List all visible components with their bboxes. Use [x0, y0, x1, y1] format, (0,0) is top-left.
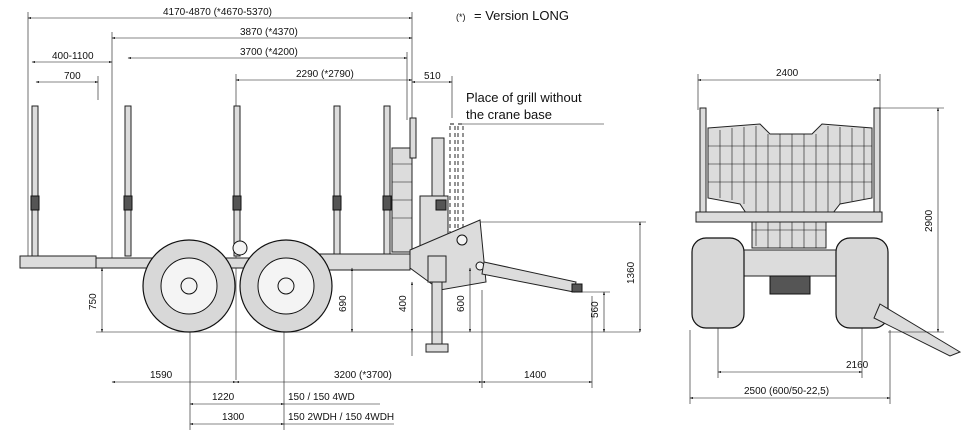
dim-600: 600	[456, 295, 467, 312]
dim-track-2160: 2160	[846, 360, 869, 371]
dim-1300: 1300	[222, 412, 245, 423]
dim-total-length: 4170-4870 (*4670-5370)	[163, 7, 272, 18]
dim-3700: 3700 (*4200)	[240, 47, 298, 58]
stake-4	[333, 105, 341, 257]
stake-3	[233, 105, 241, 257]
rear-bumper	[19, 255, 97, 269]
stake-5	[383, 105, 391, 257]
version-long-note: (*) = Version LONG	[456, 8, 569, 23]
stake-2	[124, 105, 132, 257]
front-grill	[391, 117, 464, 253]
dim-3200: 3200 (*3700)	[334, 370, 392, 381]
version-long-marker: (*)	[456, 12, 466, 22]
dim-2290: 2290 (*2790)	[296, 69, 354, 80]
dim-1360: 1360	[626, 261, 637, 284]
height-dimensions: 750 690 400 600 1360 560	[88, 221, 646, 356]
dim-400-1100: 400-1100	[52, 51, 94, 62]
dim-width-2500: 2500 (600/50-22,5)	[744, 386, 829, 397]
drawbar-rear-view	[873, 303, 962, 357]
dim-560: 560	[590, 301, 601, 318]
dim-700: 700	[64, 71, 81, 82]
tyre-note-4wdh: 150 2WDH / 150 4WDH	[288, 412, 394, 423]
rear-stake-left	[699, 107, 707, 219]
dim-height-2900: 2900	[924, 209, 935, 232]
dim-1590: 1590	[150, 370, 173, 381]
dim-1220: 1220	[212, 392, 235, 403]
rear-stake-right	[873, 107, 881, 219]
side-view: 4170-4870 (*4670-5370) 3870 (*4370) 3700…	[19, 7, 646, 430]
dim-3870: 3870 (*4370)	[240, 27, 298, 38]
support-leg	[431, 281, 443, 347]
rear-grill	[707, 123, 873, 249]
dim-510: 510	[424, 71, 441, 82]
stakes	[30, 105, 392, 257]
grill-note: Place of grill without the crane base	[462, 90, 604, 125]
stake-1	[31, 105, 39, 257]
grill-note-line2: the crane base	[466, 107, 552, 122]
dim-width-2400: 2400	[776, 68, 799, 79]
version-long-text: = Version LONG	[474, 8, 569, 23]
grill-note-line1: Place of grill without	[466, 90, 582, 105]
dim-400: 400	[398, 295, 409, 312]
dim-750: 750	[88, 293, 99, 310]
bottom-dimensions: 1590 3200 (*3700) 1400 1220 150 / 150 4W…	[111, 290, 593, 430]
dim-690: 690	[338, 295, 349, 312]
rear-view: 2400	[689, 68, 962, 404]
bogie-pivot	[232, 240, 248, 256]
drawbar	[481, 261, 577, 293]
rear-left-wheel	[691, 237, 745, 329]
tyre-note-4wd: 150 / 150 4WD	[288, 392, 355, 403]
wheels	[142, 239, 333, 333]
dim-1400: 1400	[524, 370, 547, 381]
grill-position-dashed	[449, 123, 456, 235]
